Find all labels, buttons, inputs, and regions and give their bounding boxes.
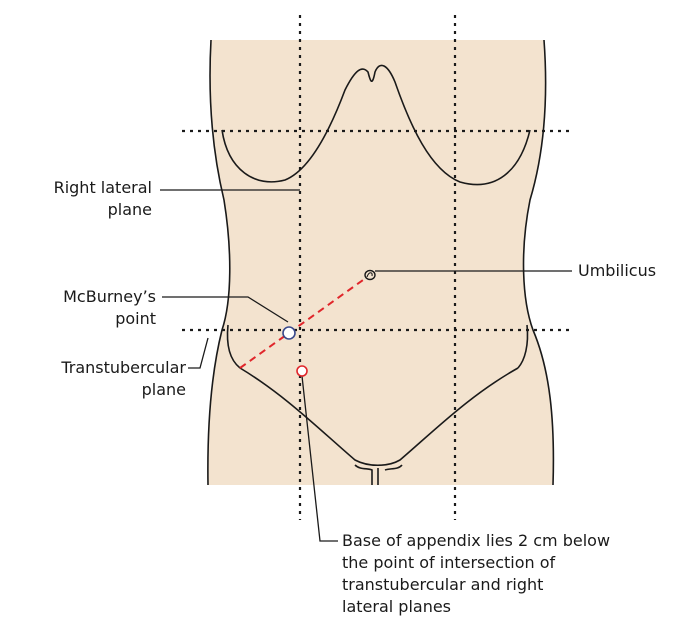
leader-transtubercular [188, 338, 208, 368]
transtubercular-label-line1: Transtubercular [61, 358, 186, 377]
right-lateral-label-line1: Right lateral [54, 178, 152, 197]
mcburney-point-label: McBurney’s point [32, 286, 156, 330]
appendix-note-line1: Base of appendix lies 2 cm below [342, 531, 610, 550]
torso-skin [208, 40, 554, 485]
mcburney-point-marker [283, 327, 295, 339]
appendix-note-label: Base of appendix lies 2 cm below the poi… [342, 530, 610, 618]
right-lateral-label-line2: plane [108, 200, 152, 219]
right-lateral-plane-label: Right lateral plane [32, 177, 152, 221]
appendix-note-line2: the point of intersection of [342, 553, 555, 572]
appendix-base-marker [297, 366, 307, 376]
mcburney-label-line1: McBurney’s [63, 287, 156, 306]
transtubercular-plane-label: Transtubercular plane [10, 357, 186, 401]
umbilicus-label: Umbilicus [578, 260, 656, 282]
appendix-note-line4: lateral planes [342, 597, 451, 616]
appendix-note-line3: transtubercular and right [342, 575, 543, 594]
transtubercular-label-line2: plane [142, 380, 186, 399]
umbilicus-label-text: Umbilicus [578, 261, 656, 280]
mcburney-label-line2: point [115, 309, 156, 328]
umbilicus-marker [365, 271, 375, 280]
